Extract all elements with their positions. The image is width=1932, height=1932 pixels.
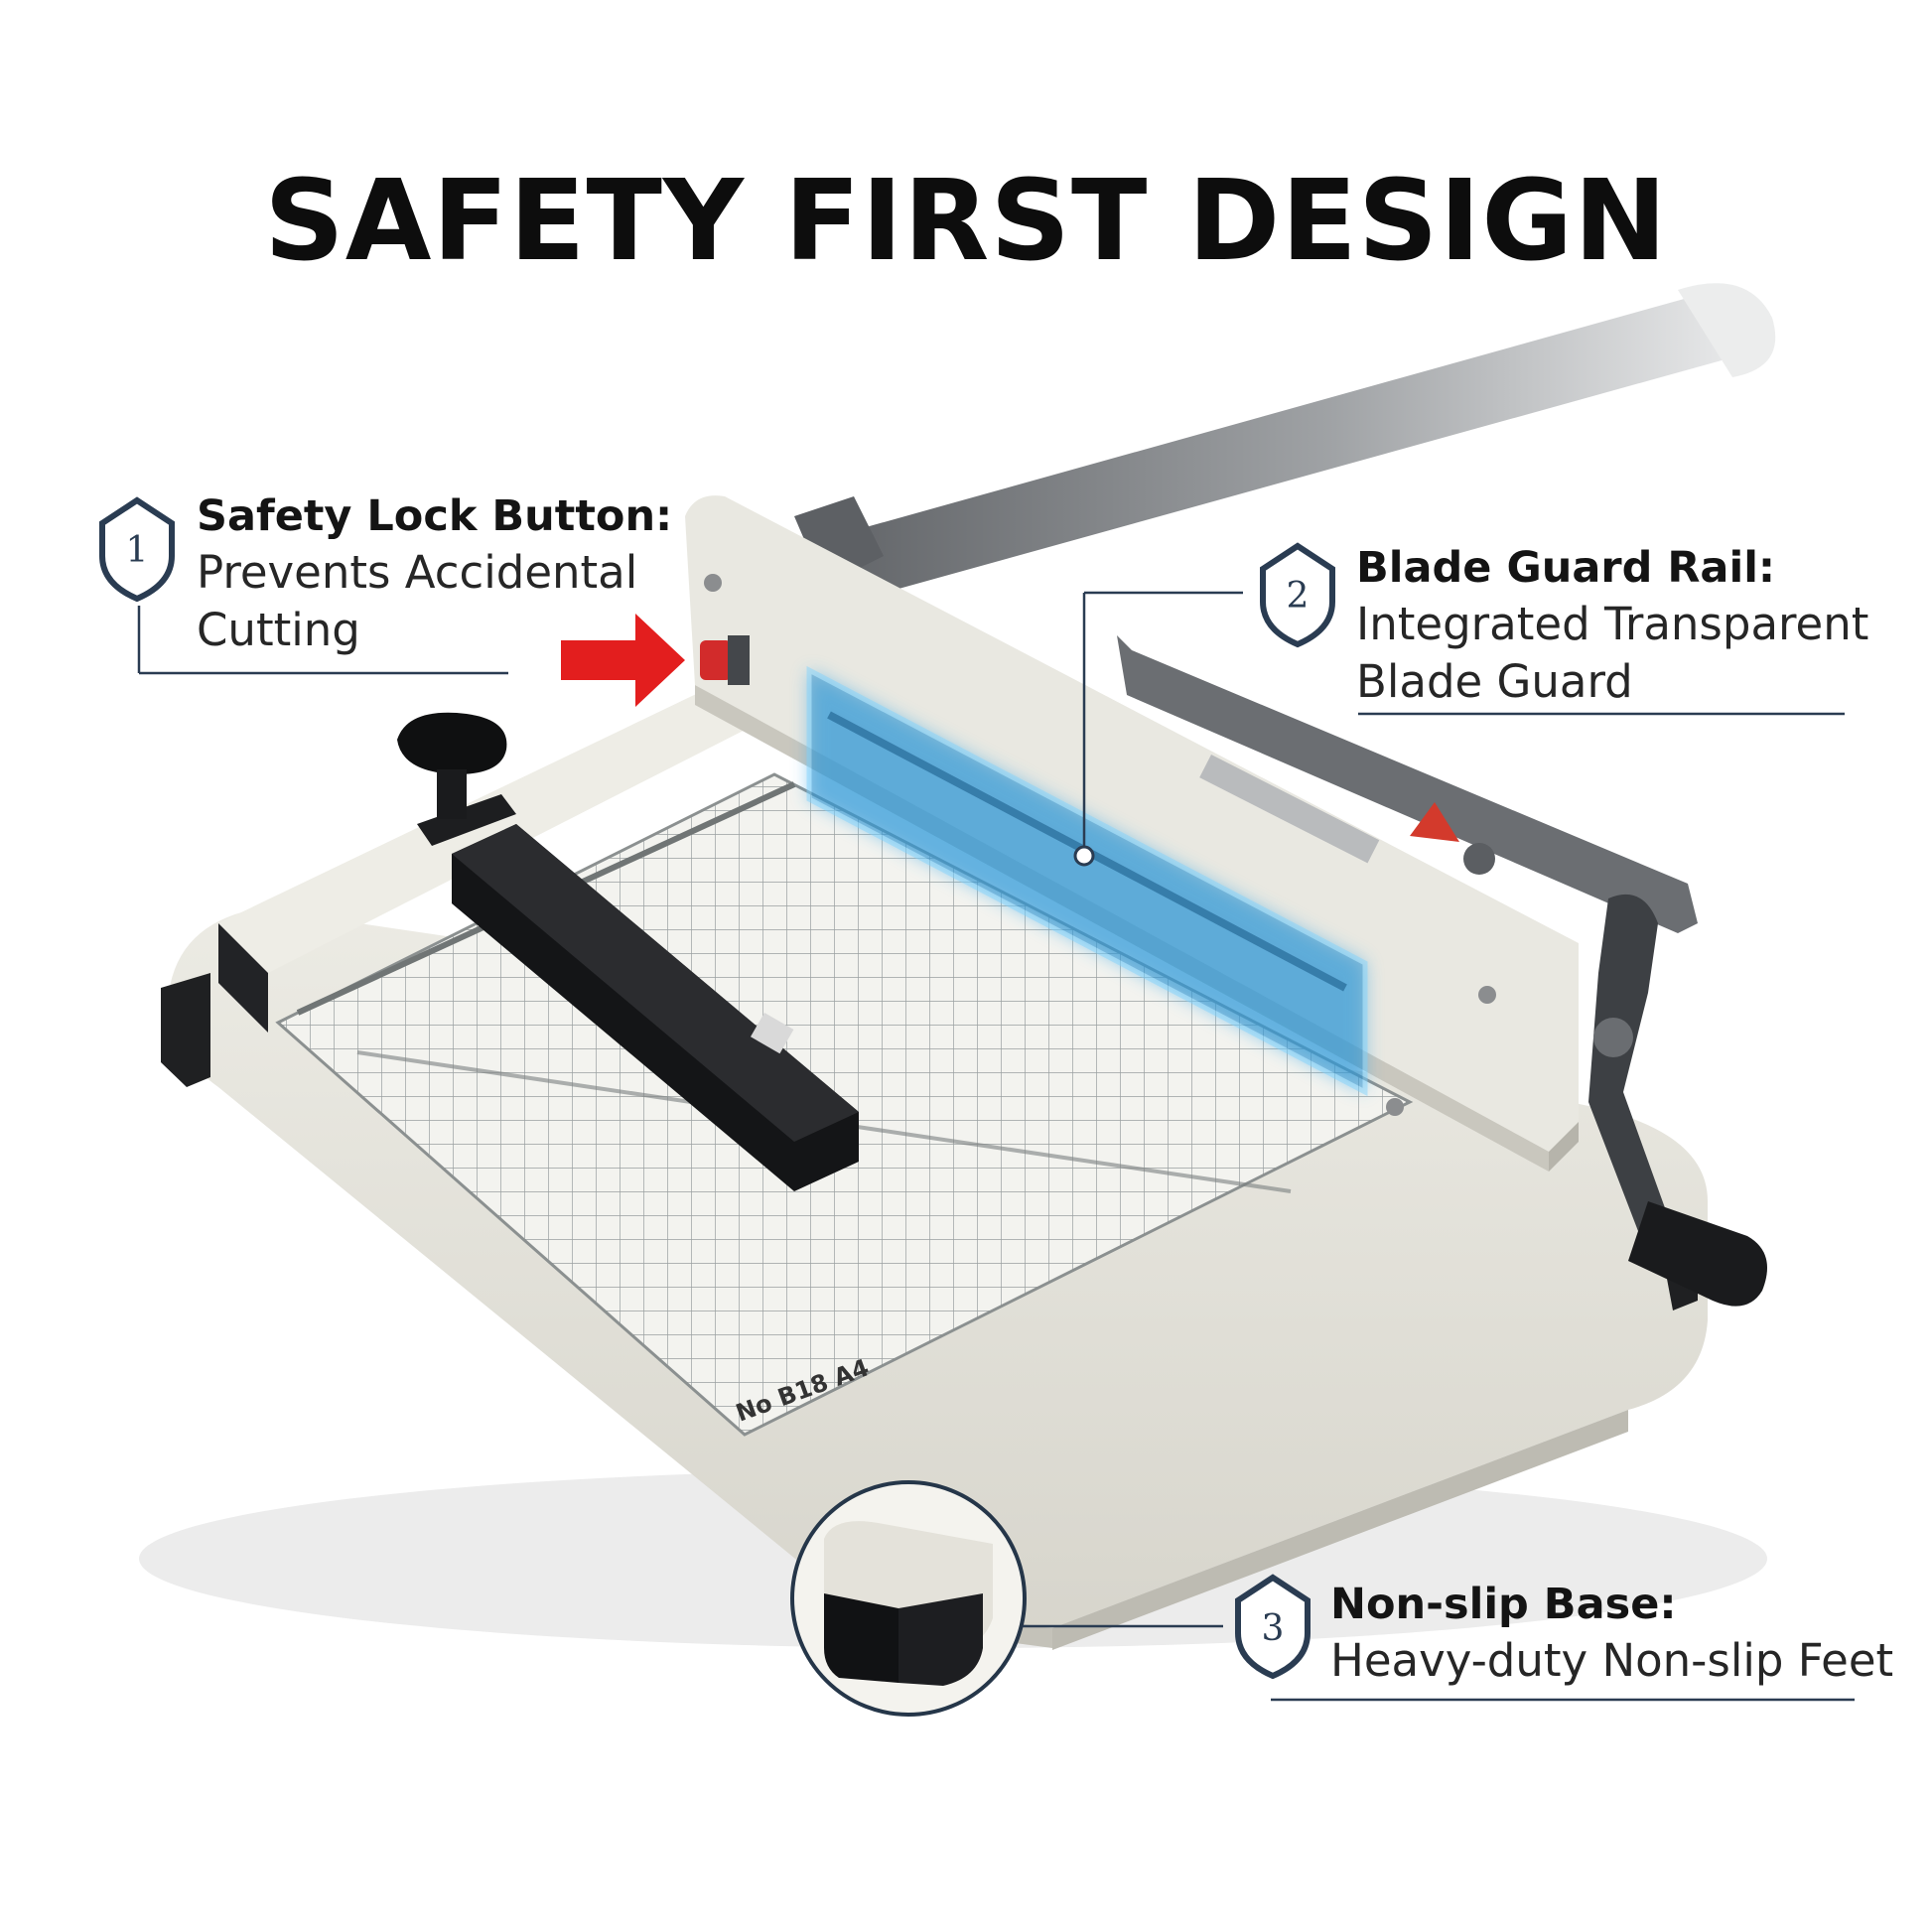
safety-lock-button <box>700 635 750 685</box>
callout-blade-guard: Blade Guard Rail: Integrated Transparent… <box>1356 540 1868 711</box>
callout-3-desc-line-1: Heavy-duty Non-slip Feet <box>1330 1634 1894 1687</box>
callout-2-leader-dot <box>1073 845 1095 867</box>
callout-2-desc-line-2: Blade Guard <box>1356 655 1633 708</box>
callout-3-heading: Non-slip Base: <box>1330 1580 1677 1629</box>
shield-2-icon: 2 <box>1260 542 1335 648</box>
shield-1-icon: 1 <box>99 496 175 603</box>
callout-2-heading: Blade Guard Rail: <box>1356 543 1776 593</box>
svg-text:2: 2 <box>1287 576 1310 617</box>
callout-safety-lock: Safety Lock Button: Prevents Accidental … <box>197 488 672 659</box>
left-edge-wall <box>218 685 774 973</box>
callout-non-slip-base: Non-slip Base: Heavy-duty Non-slip Feet <box>1330 1577 1893 1690</box>
clamp-knob <box>397 712 507 819</box>
svg-text:1: 1 <box>126 530 149 571</box>
callout-1-heading: Safety Lock Button: <box>197 491 673 541</box>
callout-1-desc-line-2: Cutting <box>197 604 360 656</box>
non-slip-foot-zoom <box>790 1480 1027 1717</box>
shield-3-icon: 3 <box>1235 1574 1311 1680</box>
callout-1-desc-line-1: Prevents Accidental <box>197 546 638 599</box>
red-arrow-icon <box>561 614 685 707</box>
foot-left <box>161 973 210 1087</box>
crank-handle <box>1588 894 1767 1307</box>
page-title: SAFETY FIRST DESIGN <box>264 157 1668 286</box>
callout-2-desc-line-1: Integrated Transparent <box>1356 598 1869 650</box>
paper-clamp <box>417 794 859 1191</box>
left-edge-front <box>218 923 268 1033</box>
svg-text:3: 3 <box>1262 1608 1285 1649</box>
rear-rail <box>1117 635 1698 933</box>
